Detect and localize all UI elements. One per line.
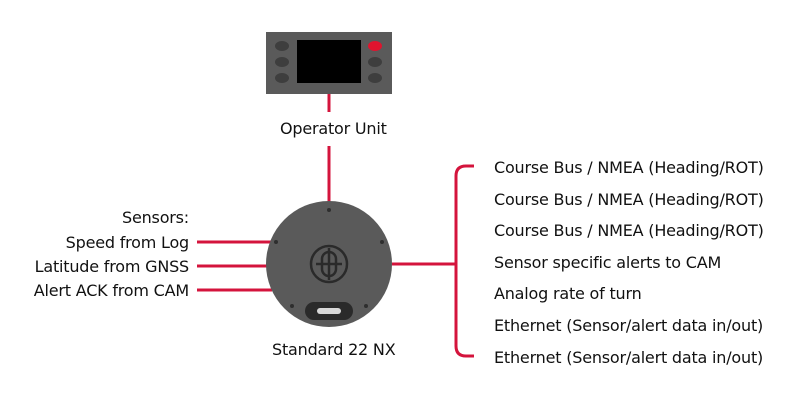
operator-button-right-3 (368, 73, 382, 83)
screw-bottom-right (364, 304, 368, 308)
output-item: Course Bus / NMEA (Heading/ROT) (494, 158, 764, 177)
operator-unit-device (266, 32, 392, 94)
screw-top (327, 208, 331, 212)
screw-bottom-left (290, 304, 294, 308)
input-label-speed: Speed from Log (65, 233, 190, 252)
operator-button-left-2 (275, 57, 289, 67)
main-unit-slot-highlight (317, 308, 341, 314)
output-item: Course Bus / NMEA (Heading/ROT) (494, 189, 764, 209)
gyro-logo-icon (309, 244, 349, 284)
operator-button-left-3 (275, 73, 289, 83)
output-list: Course Bus / NMEA (Heading/ROT) Course B… (494, 158, 764, 379)
output-item: Course Bus / NMEA (Heading/ROT) (494, 221, 764, 241)
main-unit-label: Standard 22 NX (272, 340, 396, 359)
screw-left (274, 240, 278, 244)
output-item: Analog rate of turn (494, 284, 642, 304)
sensors-heading: Sensors: (122, 208, 189, 227)
output-item: Ethernet (Sensor/alert data in/out) (494, 347, 764, 367)
output-item: Sensor specific alerts to CAM (494, 252, 722, 272)
operator-unit-label: Operator Unit (280, 119, 387, 138)
main-unit-device (266, 201, 392, 327)
operator-unit-screen (297, 40, 361, 83)
input-label-latitude: Latitude from GNSS (34, 257, 190, 276)
operator-button-right-2 (368, 57, 382, 67)
operator-indicator-red (368, 41, 382, 51)
operator-button-left-1 (275, 41, 289, 51)
output-bracket (454, 164, 474, 358)
screw-right (380, 240, 384, 244)
input-label-alert-ack: Alert ACK from CAM (33, 281, 189, 300)
output-item: Ethernet (Sensor/alert data in/out) (494, 315, 764, 335)
